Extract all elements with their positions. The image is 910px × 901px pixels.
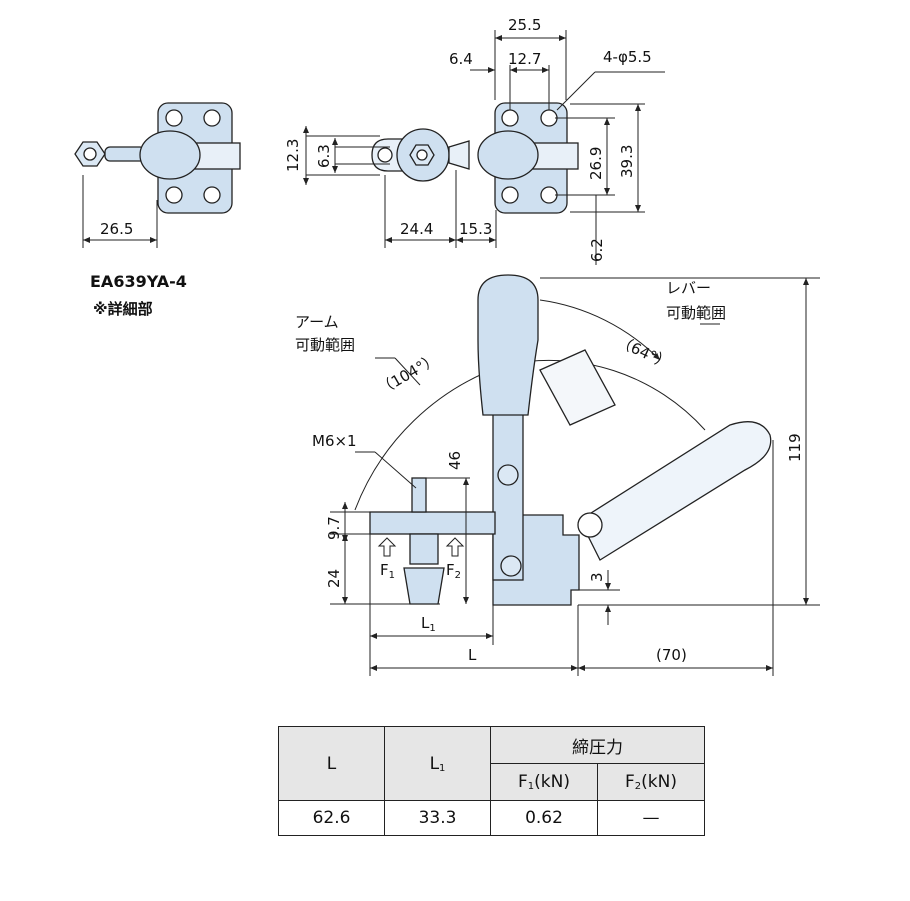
f1-label: F1 xyxy=(380,561,395,581)
header-L: L xyxy=(278,726,385,801)
dim-39-3: 39.3 xyxy=(618,145,636,178)
cell-L: 62.6 xyxy=(278,800,385,836)
top-view xyxy=(371,102,579,214)
dim-3: 3 xyxy=(588,572,606,582)
angle-lever: （64°） xyxy=(614,332,673,372)
header-force: 締圧力 xyxy=(490,726,705,764)
model-number: EA639YA-4 xyxy=(90,272,187,291)
angle-arm: （104°） xyxy=(375,350,441,399)
dim-25-5: 25.5 xyxy=(508,16,541,34)
header-L1: L1 xyxy=(384,726,491,801)
cell-F1: 0.62 xyxy=(490,800,598,836)
dim-L: L xyxy=(468,646,477,664)
lever-range-label-2: 可動範囲 xyxy=(666,304,726,322)
header-F2: F2(kN) xyxy=(597,763,705,801)
lever-range-label-1: レバー xyxy=(666,279,711,297)
dim-26-9: 26.9 xyxy=(587,147,605,180)
dim-12-7: 12.7 xyxy=(508,50,541,68)
dim-15-3: 15.3 xyxy=(459,220,492,238)
cell-L1: 33.3 xyxy=(384,800,491,836)
cell-F2: — xyxy=(597,800,705,836)
dim-70: (70) xyxy=(656,646,687,664)
clamp-side-view xyxy=(369,274,772,606)
technical-drawing: 26.5 xyxy=(74,16,820,676)
dim-24-4: 24.4 xyxy=(400,220,433,238)
dim-26-5-left: 26.5 xyxy=(100,220,133,238)
arm-range-label-1: アーム xyxy=(295,313,339,331)
detail-top-view xyxy=(74,102,241,214)
dim-6-4-text: 6.4 xyxy=(449,50,473,68)
dim-9-7: 9.7 xyxy=(325,516,343,540)
header-F1: F1(kN) xyxy=(490,763,598,801)
spec-table: L L1 締圧力 F1(kN) F2(kN) 62.6 33.3 0.62 — xyxy=(278,726,705,836)
thread-label: M6×1 xyxy=(312,432,357,450)
dim-119: 119 xyxy=(786,433,804,462)
table-row: 62.6 33.3 0.62 — xyxy=(278,800,705,836)
dim-46: 46 xyxy=(446,451,464,470)
dim-L1: L1 xyxy=(421,614,436,634)
detail-note: ※詳細部 xyxy=(93,300,153,318)
f2-label: F2 xyxy=(446,561,461,581)
dim-hole: 4-φ5.5 xyxy=(603,48,652,66)
dim-6-3: 6.3 xyxy=(315,144,333,168)
dim-24: 24 xyxy=(325,569,343,588)
arm-range-label-2: 可動範囲 xyxy=(295,336,355,354)
dim-6-2: 6.2 xyxy=(588,238,606,262)
dim-12-3: 12.3 xyxy=(284,139,302,172)
